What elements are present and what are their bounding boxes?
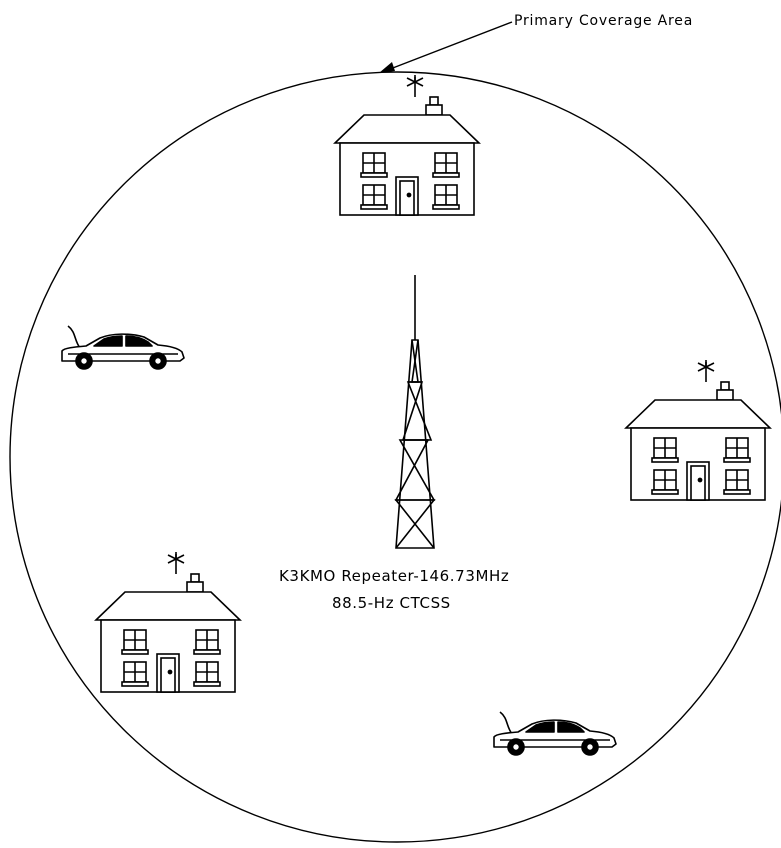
primary-coverage-label: Primary Coverage Area xyxy=(514,13,693,29)
house-icon xyxy=(625,359,771,501)
car-icon xyxy=(493,711,617,756)
coverage-circle xyxy=(9,71,781,843)
callout-arrow xyxy=(379,21,513,73)
repeater-ctcss-label: 88.5-Hz CTCSS xyxy=(332,594,451,612)
repeater-frequency-label: K3KMO Repeater-146.73MHz xyxy=(279,567,509,585)
antenna-tower-icon xyxy=(394,275,436,549)
car-icon xyxy=(61,325,185,370)
house-icon xyxy=(334,74,480,216)
house-icon xyxy=(95,551,241,693)
